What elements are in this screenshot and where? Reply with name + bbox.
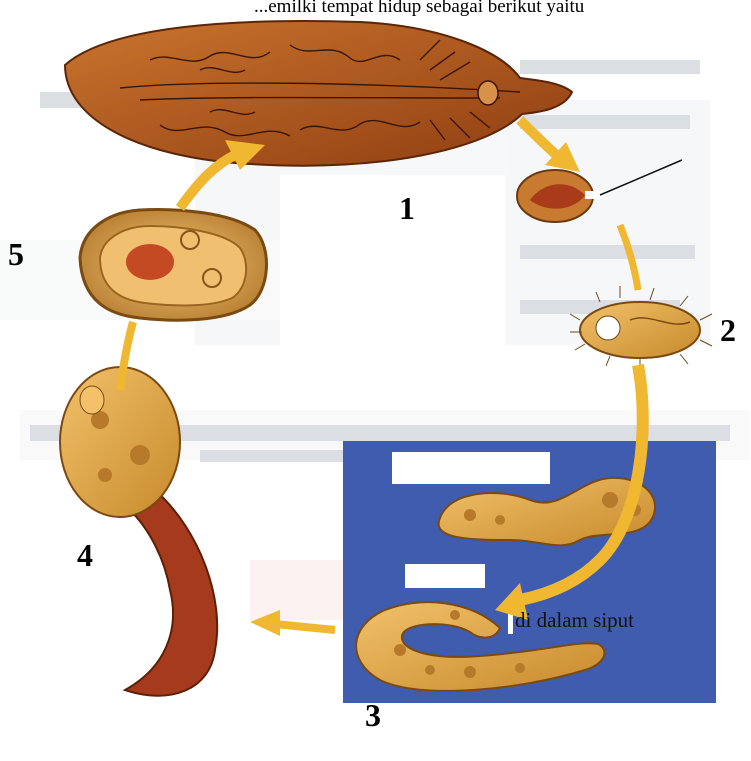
snail-location-label: di dalam siput bbox=[515, 608, 634, 633]
white-patch bbox=[455, 355, 575, 395]
stage-number-2: 2 bbox=[720, 312, 736, 349]
stage-number-3: 3 bbox=[365, 697, 381, 734]
text-cursor-mark bbox=[508, 612, 513, 634]
label-blank-box-upper bbox=[392, 452, 550, 484]
white-patch bbox=[280, 175, 505, 345]
stage-number-5: 5 bbox=[8, 236, 24, 273]
metacercaria bbox=[80, 210, 266, 321]
caption-text: ...emilki tempat hidup sebagai berikut y… bbox=[254, 0, 584, 18]
label-blank-box-lower bbox=[405, 564, 485, 588]
stage-number-1: 1 bbox=[399, 190, 415, 227]
stage-number-4: 4 bbox=[77, 537, 93, 574]
